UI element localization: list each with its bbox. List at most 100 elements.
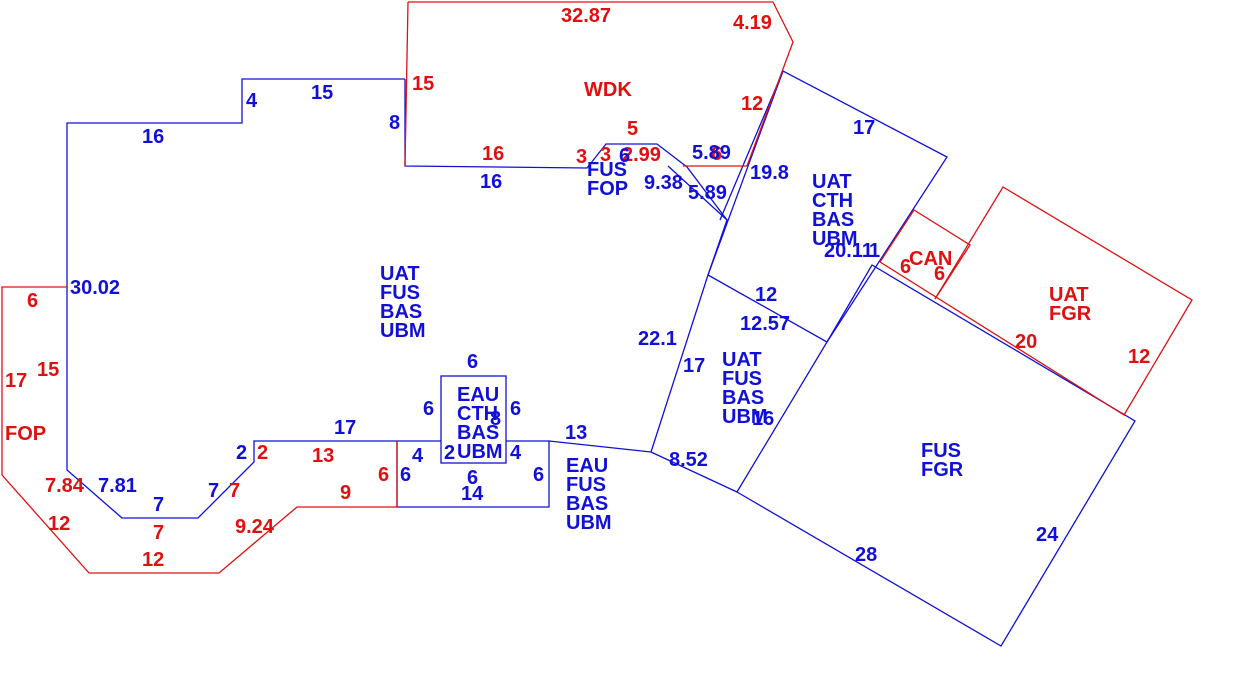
- dimension-label: 9.38: [644, 172, 683, 194]
- dimension-label: 6: [533, 464, 544, 486]
- zone-label: FGR: [1049, 303, 1092, 325]
- fop-left-outline: [1, 286, 398, 574]
- dimension-label: 20.11: [824, 240, 873, 262]
- dimension-label: 13: [312, 445, 334, 467]
- zone-label: WDK: [584, 79, 632, 101]
- dimension-label: 24: [1036, 524, 1059, 546]
- can-room-outline: [879, 209, 971, 300]
- dimension-label: 4: [246, 90, 258, 112]
- right-room-outline: [707, 70, 948, 343]
- zone-label: UBM: [722, 406, 768, 428]
- fus-fgr-room: [736, 264, 1136, 647]
- dimension-label: 16: [480, 171, 502, 193]
- dimension-label: 6: [400, 464, 411, 486]
- zone-label: FOP: [587, 178, 628, 200]
- dimension-label: 8: [389, 112, 400, 134]
- dimension-label: 15: [37, 359, 59, 381]
- zone-label: CTH: [457, 403, 498, 425]
- dimension-label: 4.19: [733, 12, 772, 34]
- dimension-label: 3: [600, 144, 611, 166]
- dimension-label: 32.87: [561, 5, 611, 27]
- zone-labels: UAT FUS BAS UBM WDK FUS FOP UAT CTH BAS …: [5, 79, 1092, 534]
- zone-label: FUS: [566, 474, 606, 496]
- blue-dimension-labels: 4 15 16 8 16 5.89 9.38 5.89 19.8 17 20.1…: [70, 82, 1059, 566]
- zone-label: BAS: [722, 387, 764, 409]
- dimension-label: 7.81: [98, 475, 137, 497]
- dimension-label: 7: [229, 480, 240, 502]
- dimension-label: 17: [5, 370, 27, 392]
- dimension-label: 2.99: [622, 144, 661, 166]
- dimension-label: 8.52: [669, 449, 708, 471]
- zone-label: UAT: [1049, 284, 1089, 306]
- dimension-label: 16: [142, 126, 164, 148]
- dimension-label: 6: [27, 290, 38, 312]
- dimension-label: 8: [490, 408, 501, 430]
- dimension-label: 16: [482, 143, 504, 165]
- zone-label: CTH: [812, 190, 853, 212]
- dimension-label: 12: [755, 284, 777, 306]
- dimension-label: 4: [412, 445, 424, 467]
- dimension-label: 17: [853, 117, 875, 139]
- dimension-label: 28: [855, 544, 877, 566]
- dimension-label: 6: [467, 467, 478, 489]
- dimension-label: 12: [741, 93, 763, 115]
- zone-label: UBM: [457, 441, 503, 463]
- wdk-left-edge: [404, 1, 409, 167]
- dimension-label: 15: [412, 73, 434, 95]
- eau-cth-room: [440, 375, 507, 464]
- dimension-label: 22.1: [638, 328, 677, 350]
- zone-label: BAS: [380, 301, 422, 323]
- dimension-label: 12.57: [740, 313, 790, 335]
- zone-label: UBM: [566, 512, 612, 534]
- dimension-label: 6: [423, 398, 434, 420]
- dimension-label: 6: [900, 256, 911, 278]
- zone-label: BAS: [457, 422, 499, 444]
- main-area-outline: [66, 78, 441, 519]
- dimension-label: 12: [48, 513, 70, 535]
- dimension-label: 4: [510, 442, 522, 464]
- dimension-label: 6: [510, 398, 521, 420]
- main-area-top-edge: [404, 79, 728, 276]
- zone-label: BAS: [566, 493, 608, 515]
- dimension-label: 16: [752, 408, 774, 430]
- zone-label: UAT: [722, 349, 762, 371]
- zone-label: UBM: [380, 320, 426, 342]
- zone-label: FUS: [587, 159, 627, 181]
- uat-fgr-room-outline: [879, 186, 1193, 416]
- dimension-label: 15: [311, 82, 333, 104]
- red-outlines: [1, 1, 1193, 574]
- dimension-label: 17: [683, 355, 705, 377]
- dimension-label: 20: [1015, 331, 1037, 353]
- zone-label: UBM: [812, 228, 858, 250]
- zone-label: FGR: [921, 459, 964, 481]
- dimension-label: 7.84: [45, 475, 85, 497]
- zone-label: CAN: [909, 248, 952, 270]
- zone-label: FUS: [921, 440, 961, 462]
- zone-label: EAU: [566, 455, 608, 477]
- dimension-label: 12: [1128, 346, 1150, 368]
- dimension-label: 3: [576, 146, 587, 168]
- dimension-label: 17: [334, 417, 356, 439]
- dimension-label: 19.8: [750, 162, 789, 184]
- zone-label: FOP: [5, 423, 46, 445]
- dimension-label: 6: [467, 351, 478, 373]
- zone-label: EAU: [457, 384, 499, 406]
- dimension-label: 2: [444, 442, 455, 464]
- lower-to-mid-edge: [548, 440, 652, 453]
- dimension-label: 13: [565, 422, 587, 444]
- dimension-label: 2: [236, 442, 247, 464]
- dimension-label: 2: [257, 442, 268, 464]
- zone-label: BAS: [812, 209, 854, 231]
- zone-label: FUS: [380, 282, 420, 304]
- dimension-label: 30.02: [70, 277, 120, 299]
- fus-fop-edge-a: [667, 165, 728, 221]
- dimension-label: 5: [627, 118, 638, 140]
- dimension-label: 9: [340, 482, 351, 504]
- dimension-label: 14: [461, 483, 484, 505]
- zone-label: UAT: [380, 263, 420, 285]
- zone-label: UAT: [812, 171, 852, 193]
- dimension-label: 5.89: [692, 142, 731, 164]
- dimension-label: 9.24: [235, 516, 275, 538]
- dimension-label: 6: [934, 263, 945, 285]
